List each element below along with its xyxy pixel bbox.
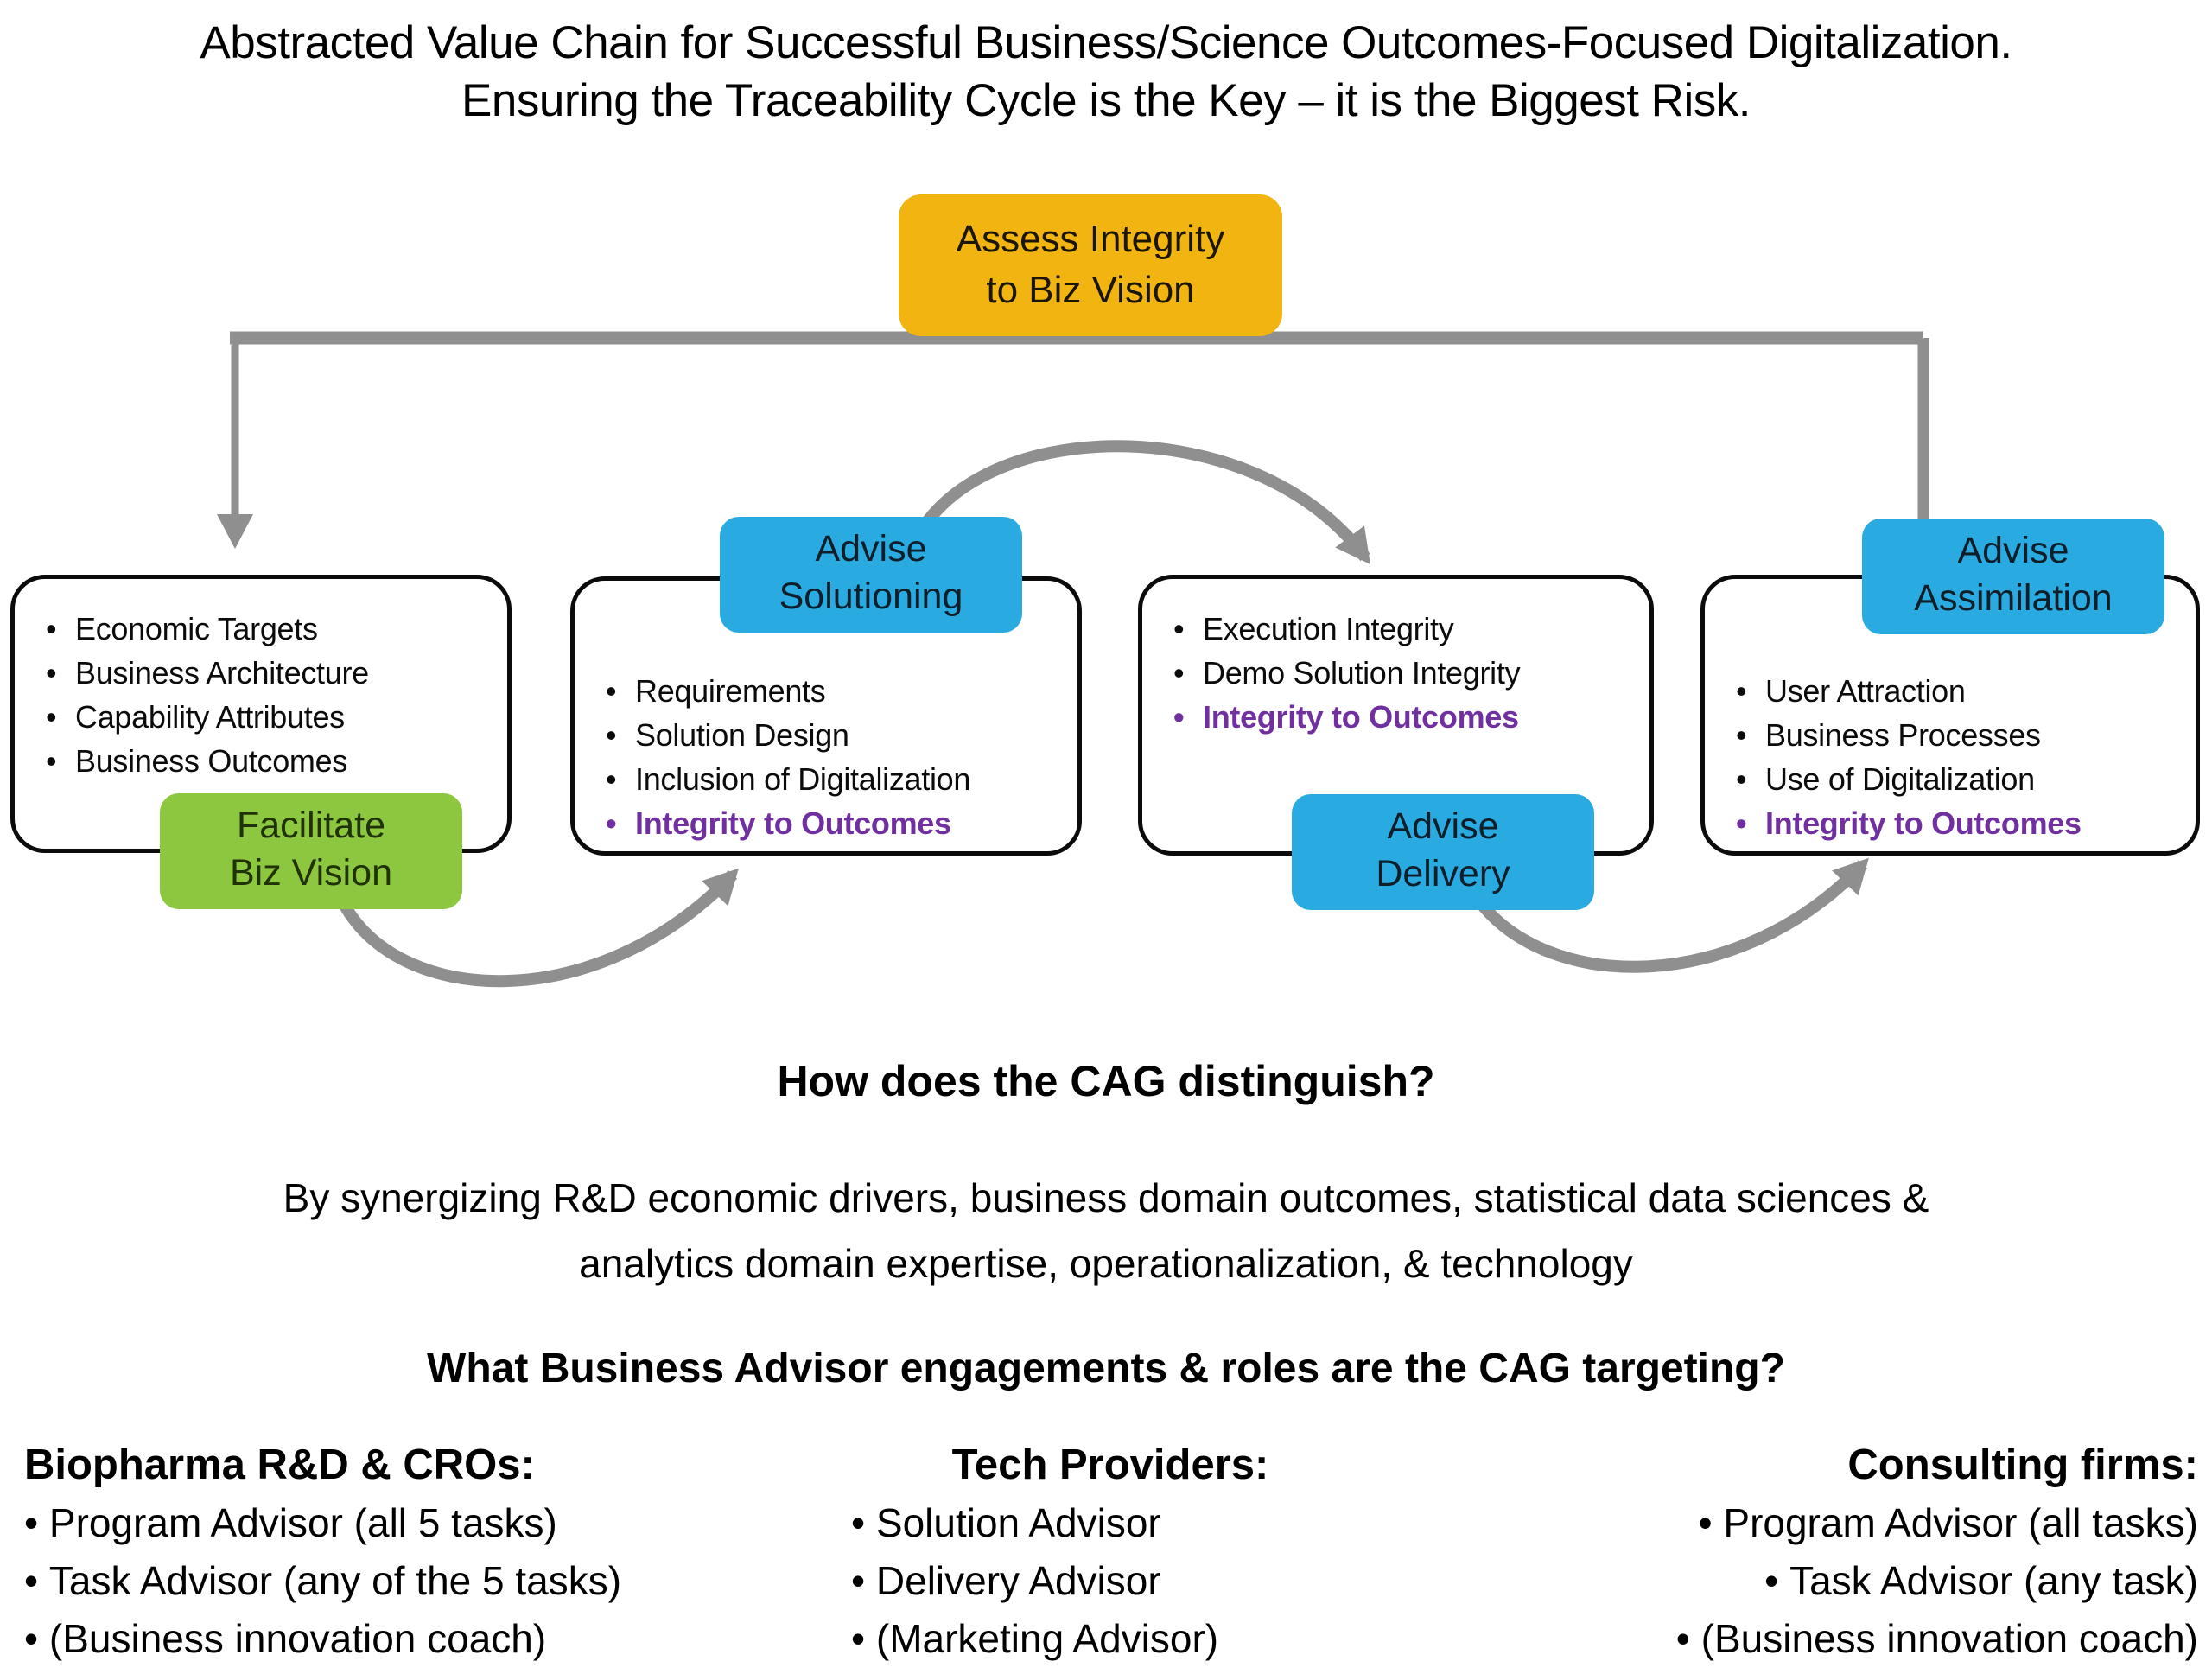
solutioning-bullet-list: Requirements Solution Design Inclusion o…	[575, 581, 1077, 845]
column-item: Solution Advisor	[851, 1494, 1370, 1552]
column-item: Task Advisor (any task)	[1676, 1552, 2198, 1610]
badge-line: Solutioning	[779, 576, 963, 617]
bullet-item: Demo Solution Integrity	[1173, 651, 1634, 695]
biz-vision-bullet-list: Economic Targets Business Architecture C…	[15, 579, 507, 783]
badge-line: Facilitate	[236, 805, 386, 846]
column-heading: Biopharma R&D & CROs:	[24, 1442, 535, 1488]
column-heading: Tech Providers:	[951, 1442, 1269, 1488]
bullet-item-integrity: Integrity to Outcomes	[606, 801, 1062, 845]
bullet-item: Business Architecture	[46, 651, 492, 695]
answer-line1: By synergizing R&D economic drivers, bus…	[283, 1175, 1929, 1220]
delivery-bullet-list: Execution Integrity Demo Solution Integr…	[1142, 579, 1649, 739]
badge-line: to Biz Vision	[986, 269, 1195, 311]
badge-line: Assimilation	[1914, 577, 2113, 619]
arc-solutioning-to-delivery	[906, 440, 1370, 565]
badge-line: Advise	[815, 528, 927, 570]
slide-title-line1: Abstracted Value Chain for Successful Bu…	[200, 17, 2012, 68]
column-item: (Marketing Advisor)	[851, 1610, 1370, 1668]
badge-advise-assimilation: Advise Assimilation	[1862, 519, 2164, 634]
column-item: Delivery Advisor	[851, 1552, 1370, 1610]
bullet-item: Inclusion of Digitalization	[606, 757, 1062, 801]
badge-line: Advise	[1957, 530, 2069, 571]
question-targeting: What Business Advisor engagements & role…	[427, 1346, 1785, 1391]
bullet-item: Use of Digitalization	[1736, 757, 2180, 801]
column-item: Program Advisor (all tasks)	[1676, 1494, 2198, 1552]
bullet-item: Business Processes	[1736, 713, 2180, 757]
slide-title-line2: Ensuring the Traceability Cycle is the K…	[461, 75, 1751, 126]
bullet-item: Solution Design	[606, 713, 1062, 757]
bullet-item: Economic Targets	[46, 607, 492, 651]
badge-assess-integrity: Assess Integrity to Biz Vision	[899, 194, 1282, 336]
question-distinguish: How does the CAG distinguish?	[777, 1057, 1435, 1105]
bullet-item: Requirements	[606, 669, 1062, 713]
badge-facilitate-biz-vision: Facilitate Biz Vision	[160, 793, 462, 909]
bullet-item-integrity: Integrity to Outcomes	[1736, 801, 2180, 845]
column-item: (Business innovation coach)	[24, 1610, 621, 1668]
column-consulting-firms: Consulting firms: Program Advisor (all t…	[1676, 1436, 2198, 1668]
badge-line: Delivery	[1376, 853, 1510, 894]
assimilation-bullet-list: User Attraction Business Processes Use o…	[1705, 579, 2196, 845]
badge-advise-solutioning: Advise Solutioning	[720, 517, 1022, 633]
bullet-item: Business Outcomes	[46, 739, 492, 783]
answer-synergizing: By synergizing R&D economic drivers, bus…	[0, 1165, 2212, 1296]
slide-title: Abstracted Value Chain for Successful Bu…	[0, 14, 2212, 130]
column-item: Task Advisor (any of the 5 tasks)	[24, 1552, 621, 1610]
badge-line: Biz Vision	[229, 852, 393, 894]
badge-line: Assess Integrity	[956, 218, 1225, 260]
bullet-item: Capability Attributes	[46, 695, 492, 739]
bullet-item: Execution Integrity	[1173, 607, 1634, 651]
badge-line: Advise	[1387, 805, 1499, 847]
column-item: (Business innovation coach)	[1676, 1610, 2198, 1668]
column-item: Program Advisor (all 5 tasks)	[24, 1494, 621, 1552]
badge-advise-delivery: Advise Delivery	[1292, 794, 1594, 910]
column-tech-providers: Tech Providers: Solution Advisor Deliver…	[851, 1436, 1370, 1668]
answer-line2: analytics domain expertise, operationali…	[579, 1241, 1633, 1286]
arc-delivery-to-assimilation	[1472, 857, 1869, 973]
bullet-item: User Attraction	[1736, 669, 2180, 713]
arc-vision-to-solutioning	[335, 868, 739, 988]
bullet-item-integrity: Integrity to Outcomes	[1173, 695, 1634, 739]
column-biopharma: Biopharma R&D & CROs: Program Advisor (a…	[24, 1436, 621, 1668]
column-heading: Consulting firms:	[1847, 1442, 2198, 1488]
